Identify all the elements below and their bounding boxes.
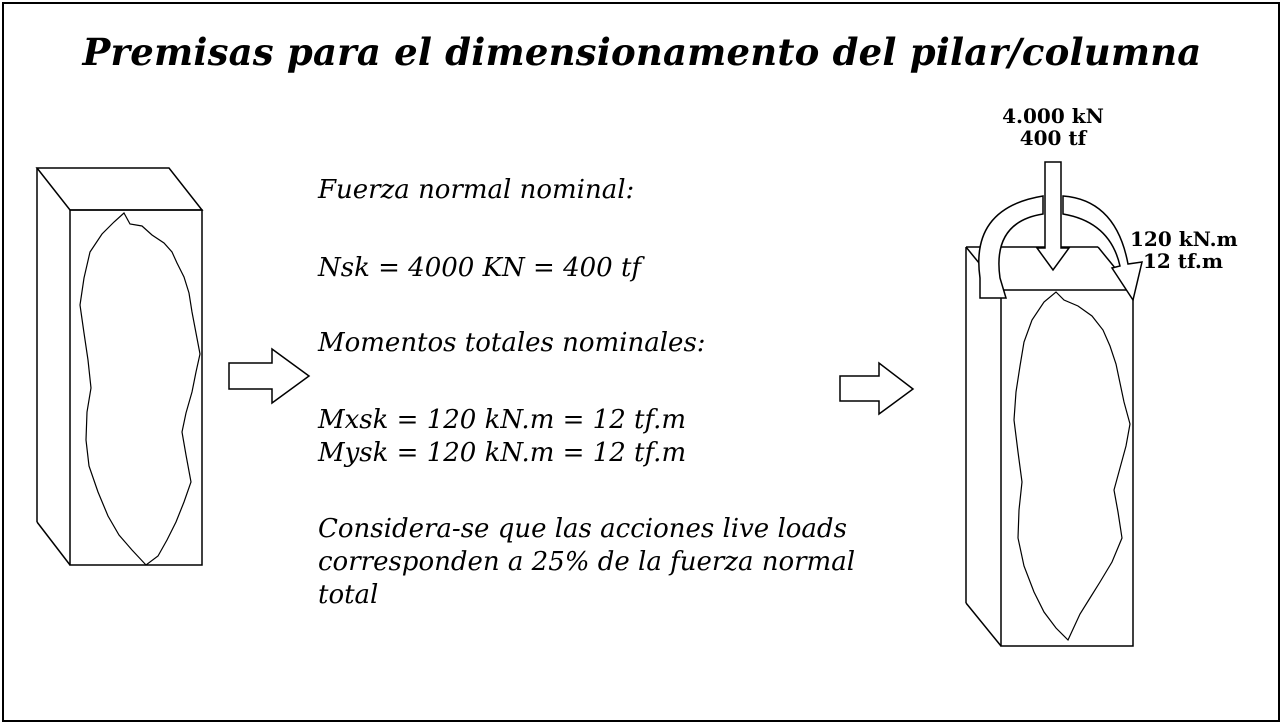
note-line-1: Considera-se que las acciones live loads: [318, 514, 847, 544]
column-right: [965, 246, 1134, 647]
column-right-core-outline: [1013, 291, 1131, 642]
moment-y-value: Mysk = 120 kN.m = 12 tf.m: [318, 438, 687, 468]
slide-title: Premisas para el dimensionamento del pil…: [82, 30, 1202, 74]
moment-load-kn: 120 kN.m: [1130, 227, 1238, 251]
axial-load-tf: 400 tf: [1019, 126, 1087, 150]
note-line-3: total: [318, 580, 379, 610]
note-line-2: corresponden a 25% de la fuerza normal: [318, 547, 856, 577]
axial-load-label: 4.000 kN 400 tf: [1000, 105, 1106, 149]
column-left-top-face: [35, 167, 204, 211]
normal-force-heading: Fuerza normal nominal:: [318, 175, 635, 205]
axial-load-arrow: [1035, 161, 1071, 272]
column-left-bottom-edge: [36, 521, 71, 566]
arrow-left: [228, 347, 311, 405]
column-left-core-outline: [79, 212, 201, 566]
column-left: [35, 167, 204, 566]
column-right-bottom-edge: [965, 602, 1002, 647]
moment-load-label: 120 kN.m 12 tf.m: [1130, 227, 1238, 273]
column-left-front-face: [69, 209, 203, 566]
arrow-right: [839, 361, 915, 416]
normal-force-value: Nsk = 4000 KN = 400 tf: [318, 253, 642, 283]
moment-x-value: Mxsk = 120 kN.m = 12 tf.m: [318, 405, 687, 435]
moment-load-tf: 12 tf.m: [1142, 249, 1224, 273]
column-right-front-face: [1000, 289, 1134, 647]
moment-arrow-left-limb: [978, 195, 1044, 299]
axial-load-kn: 4.000 kN: [1002, 104, 1104, 128]
moment-arrow-right-limb: [1062, 195, 1143, 302]
moments-heading: Momentos totales nominales:: [318, 328, 706, 358]
